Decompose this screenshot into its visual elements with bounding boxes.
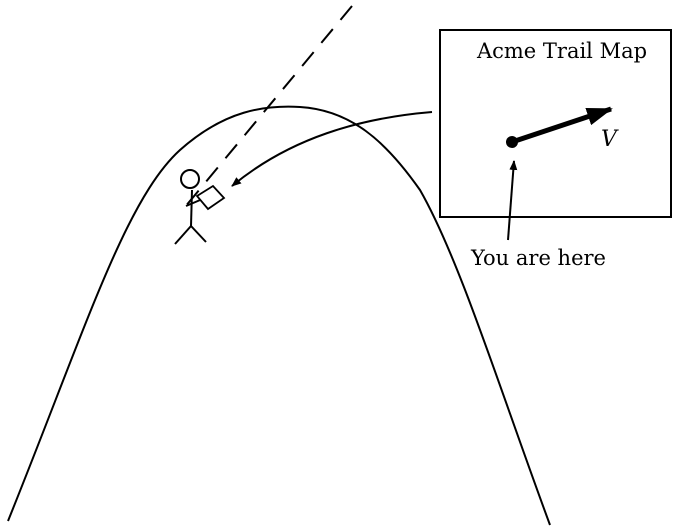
current-location-dot (506, 136, 518, 148)
curved-pointer-arrow (232, 112, 432, 186)
map-sheet-icon (197, 186, 224, 209)
you-are-here-caption: You are here (470, 246, 606, 270)
hiker-right-leg (191, 226, 206, 242)
stick-figure-hiker-icon (175, 170, 224, 244)
hiker-head (181, 170, 199, 188)
hiker-body (191, 190, 192, 226)
vector-label: V (601, 127, 619, 152)
hiker-left-leg (175, 226, 191, 244)
dashed-direction-line (185, 6, 352, 207)
map-title: Acme Trail Map (476, 39, 647, 63)
